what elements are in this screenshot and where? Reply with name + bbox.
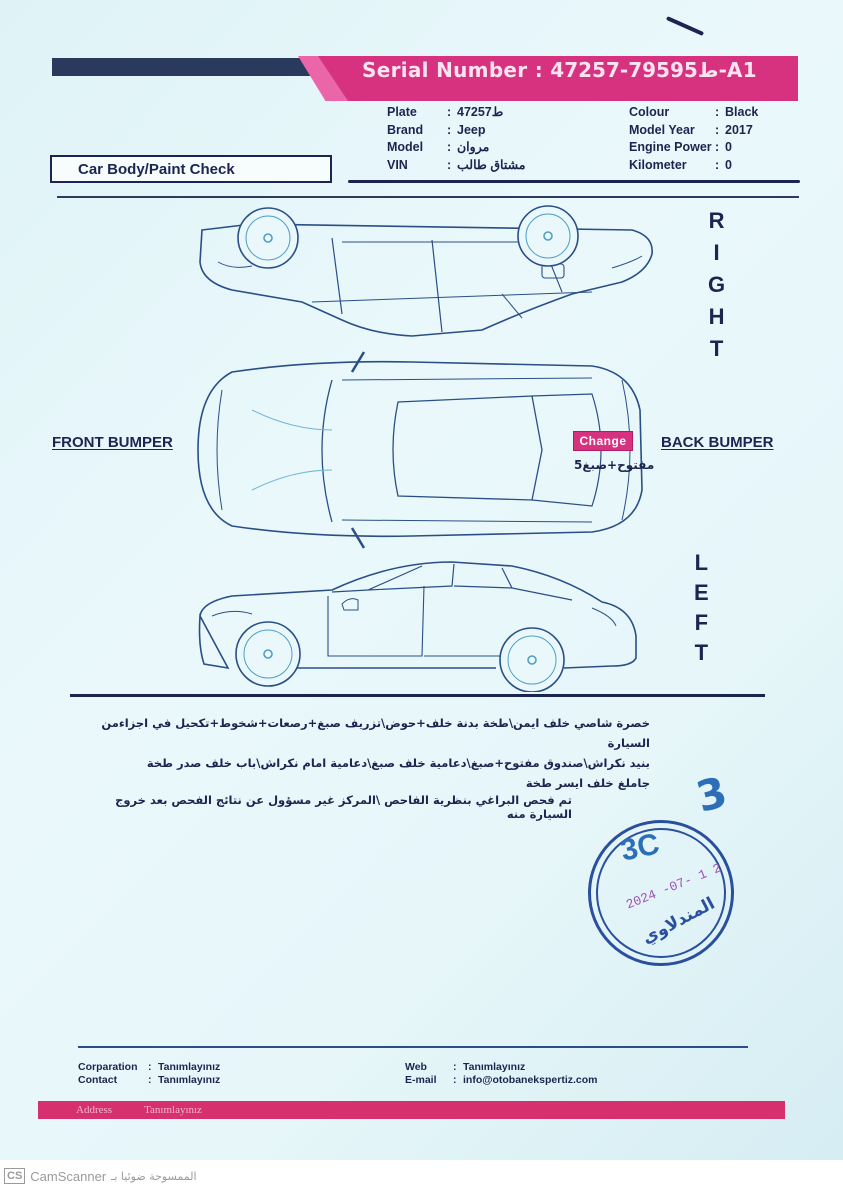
model-year-value: 2017 xyxy=(725,122,753,137)
brand-value: Jeep xyxy=(457,122,486,137)
camscanner-arabic-text: الممسوحة ضوئيا بـ xyxy=(111,1169,197,1183)
change-note: مفتوح+صبغ5 xyxy=(574,458,655,472)
notes-line: جاملغ خلف ايسر طخة xyxy=(525,776,650,790)
car-left-side-diagram xyxy=(192,556,640,692)
footer-row-corporation: Corparation: Tanımlayınız xyxy=(78,1061,221,1073)
change-marker: Change xyxy=(573,431,633,451)
section-title: Car Body/Paint Check xyxy=(50,155,332,183)
camscanner-logo-icon: CS xyxy=(4,1168,26,1184)
camscanner-watermark: CS CamScanner الممسوحة ضوئيا بـ xyxy=(4,1168,197,1184)
pen-mark xyxy=(665,16,705,36)
camscanner-app-name: CamScanner xyxy=(30,1168,107,1184)
info-row-plate: Plate: ط47257 xyxy=(387,104,525,122)
vin-value: مشتاق طالب xyxy=(457,157,526,172)
info-row-model-year: Model Year: 2017 xyxy=(629,122,758,140)
engine-power-value: 0 xyxy=(725,140,732,154)
info-row-model: Model: مروان xyxy=(387,139,525,157)
car-top-view-diagram xyxy=(192,350,648,550)
model-value: مروان xyxy=(457,140,490,154)
inspection-report-page: Serial Number : ط79595-47257-A1 Plate: ط… xyxy=(0,0,843,1160)
address-label: Address xyxy=(76,1104,113,1116)
address-value: Tanımlayınız xyxy=(144,1104,202,1116)
plate-value: ط47257 xyxy=(457,105,504,119)
serial-number-value: ط79595-47257-A1 xyxy=(550,58,757,82)
disclaimer: تم فحص البراغي بنظرية الفاحص \المركز غير… xyxy=(115,793,572,821)
footer-row-contact: Contact: Tanımlayınız xyxy=(78,1074,221,1086)
email-value: info@otobanekspertiz.com xyxy=(463,1074,598,1086)
handwritten-number: 3 xyxy=(691,767,733,822)
car-right-side-diagram xyxy=(192,202,657,342)
divider xyxy=(57,196,799,198)
front-bumper-label: FRONT BUMPER xyxy=(52,434,173,451)
colour-value: Black xyxy=(725,105,759,119)
inspection-notes: خصرة شاصي خلف ايمن\طخة بدنة خلف+حوض\تزري… xyxy=(80,713,650,793)
address-bar: Address Tanımlayınız xyxy=(38,1101,785,1119)
footer-info-left: Corparation: Tanımlayınız Contact: Tanım… xyxy=(78,1061,220,1087)
divider xyxy=(70,694,765,697)
back-bumper-label: BACK BUMPER xyxy=(661,434,774,451)
footer-info-right: Web: Tanımlayınız E-mail: info@otobaneks… xyxy=(405,1061,598,1087)
info-row-brand: Brand: Jeep xyxy=(387,122,525,140)
kilometer-value: 0 xyxy=(725,157,732,172)
notes-line: خصرة شاصي خلف ايمن\طخة بدنة خلف+حوض\تزري… xyxy=(101,716,650,750)
footer-row-web: Web: Tanımlayınız xyxy=(405,1061,526,1073)
vehicle-info-left: Plate: ط47257 Brand: Jeep Model: مروان V… xyxy=(387,104,525,174)
info-row-kilometer: Kilometer: 0 xyxy=(629,157,758,175)
left-side-label: L E F T xyxy=(694,550,709,665)
notes-line: بنيد نكراش\صندوق مفتوح+صبغ\دعامية خلف صب… xyxy=(146,756,650,770)
inspection-stamp: 3C 2024 -07- 1 2 المندلاوي xyxy=(588,820,734,966)
serial-number-label: Serial Number : xyxy=(362,58,544,82)
stamp-code: 3C xyxy=(617,827,663,868)
divider xyxy=(348,180,800,183)
header-bar-pink xyxy=(300,56,798,101)
serial-number: Serial Number : ط79595-47257-A1 xyxy=(362,58,757,84)
footer-row-email: E-mail: info@otobanekspertiz.com xyxy=(405,1074,598,1086)
info-row-vin: VIN: مشتاق طالب xyxy=(387,157,525,175)
header-bar-dark xyxy=(52,58,310,76)
info-row-engine-power: Engine Power: 0 xyxy=(629,139,758,157)
divider xyxy=(78,1046,748,1048)
vehicle-info-right: Colour: Black Model Year: 2017 Engine Po… xyxy=(629,104,758,174)
info-row-colour: Colour: Black xyxy=(629,104,758,122)
right-side-label: R I G H T xyxy=(708,208,726,361)
